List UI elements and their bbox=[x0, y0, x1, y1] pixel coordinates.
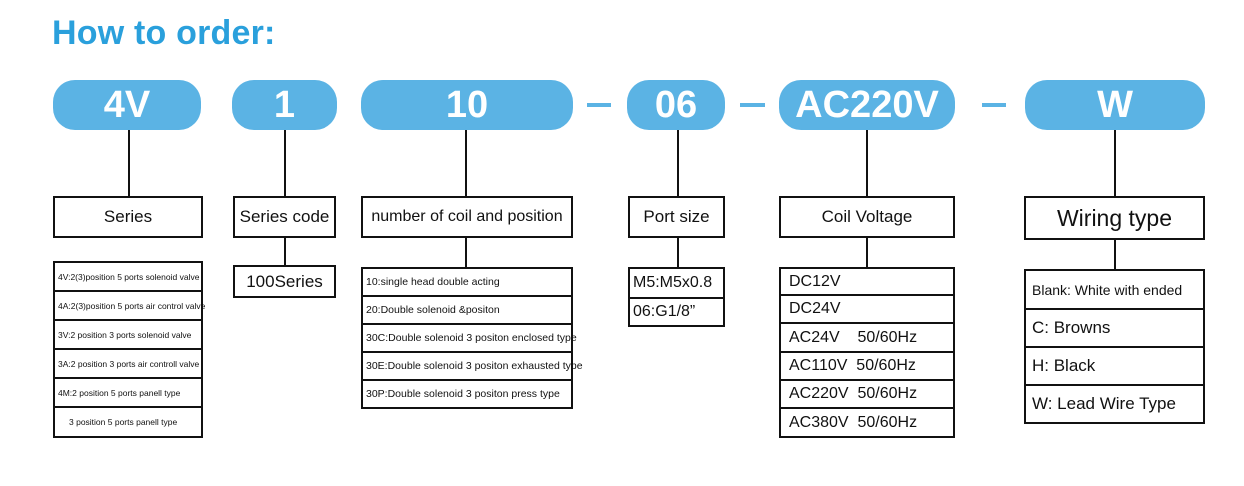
option-text: 4A:2(3)position 5 ports air control valv… bbox=[58, 300, 206, 311]
options-list-port-size: M5:M5x0.8 06:G1/8” bbox=[628, 267, 725, 327]
option-text: DC24V bbox=[789, 300, 841, 317]
options-list-wiring-type: Blank: White with ended C: Browns H: Bla… bbox=[1024, 269, 1205, 424]
label-text: Series code bbox=[239, 207, 330, 226]
option-row: H: Black bbox=[1026, 348, 1203, 386]
option-text: 3V:2 position 3 ports solenoid valve bbox=[58, 329, 192, 340]
label-text: Wiring type bbox=[1056, 204, 1173, 231]
code-pill-port-size: 06 bbox=[627, 80, 725, 130]
option-text: 3 position 5 ports panell type bbox=[69, 417, 178, 427]
option-text: AC380V 50/60Hz bbox=[789, 413, 918, 431]
option-text: AC220V 50/60Hz bbox=[789, 385, 918, 402]
option-row: 4A:2(3)position 5 ports air control valv… bbox=[55, 292, 205, 321]
connector bbox=[128, 130, 130, 196]
option-box-series-code: 100Series bbox=[233, 265, 336, 298]
option-row: 30C:Double solenoid 3 positon enclosed t… bbox=[363, 325, 577, 353]
option-row: M5:M5x0.8 bbox=[630, 269, 723, 299]
option-text: 4V:2(3)position 5 ports solenoid valve bbox=[58, 271, 200, 282]
connector bbox=[866, 130, 868, 196]
option-row: C: Browns bbox=[1026, 310, 1203, 348]
option-row: 3A:2 position 3 ports air controll valve bbox=[55, 350, 201, 379]
code-pill-coil-voltage: AC220V bbox=[779, 80, 955, 130]
option-row: 4V:2(3)position 5 ports solenoid valve bbox=[55, 263, 201, 292]
label-text: Port size bbox=[643, 207, 710, 226]
connector bbox=[866, 238, 868, 268]
code-pill-series-code: 1 bbox=[232, 80, 337, 130]
label-box-series: Series bbox=[53, 196, 203, 238]
connector bbox=[465, 130, 467, 196]
code-text: AC220V bbox=[795, 83, 939, 126]
label-text: Coil Voltage bbox=[821, 207, 913, 226]
label-box-wiring-type: Wiring type bbox=[1024, 196, 1205, 240]
code-pill-coil-position: 10 bbox=[361, 80, 573, 130]
page-title: How to order: bbox=[52, 14, 276, 52]
option-row: 30P:Double solenoid 3 positon press type bbox=[363, 381, 571, 407]
connector bbox=[465, 238, 467, 268]
option-row: DC24V bbox=[781, 296, 953, 324]
code-pill-series: 4V bbox=[53, 80, 201, 130]
option-row: 30E:Double solenoid 3 positon exhausted … bbox=[363, 353, 583, 381]
option-row: AC24V 50/60Hz bbox=[781, 324, 953, 353]
connector bbox=[284, 238, 286, 266]
connector bbox=[677, 238, 679, 268]
option-text: 30E:Double solenoid 3 positon exhausted … bbox=[366, 360, 583, 372]
option-row: 10:single head double acting bbox=[363, 269, 571, 297]
option-row: 20:Double solenoid &positon bbox=[363, 297, 571, 325]
code-text: W bbox=[1097, 83, 1133, 126]
label-text: number of coil and position bbox=[371, 208, 563, 225]
connector bbox=[1114, 130, 1116, 196]
label-text: Series bbox=[103, 207, 153, 226]
option-row: AC110V 50/60Hz bbox=[781, 353, 953, 381]
option-row: 3 position 5 ports panell type bbox=[55, 408, 201, 436]
code-text: 06 bbox=[654, 83, 698, 126]
label-box-series-code: Series code bbox=[233, 196, 336, 238]
connector bbox=[677, 130, 679, 196]
label-box-port-size: Port size bbox=[628, 196, 725, 238]
options-list-coil-voltage: DC12V DC24V AC24V 50/60Hz AC110V 50/60Hz… bbox=[779, 267, 955, 438]
option-text: AC110V 50/60Hz bbox=[789, 357, 916, 374]
code-text: 4V bbox=[103, 83, 151, 126]
code-pill-wiring-type: W bbox=[1025, 80, 1205, 130]
option-text: 100Series bbox=[246, 271, 323, 291]
option-text: 30C:Double solenoid 3 positon enclosed t… bbox=[366, 332, 577, 344]
option-text: 4M:2 position 5 ports panell type bbox=[58, 387, 181, 398]
option-text: 06:G1/8” bbox=[633, 303, 696, 320]
option-text: H: Black bbox=[1032, 356, 1096, 375]
option-text: 3A:2 position 3 ports air controll valve bbox=[58, 358, 200, 369]
code-text: 10 bbox=[445, 83, 489, 126]
option-row: 4M:2 position 5 ports panell type bbox=[55, 379, 201, 408]
option-text: C: Browns bbox=[1032, 318, 1111, 337]
separator-dash bbox=[740, 103, 765, 107]
code-text: 1 bbox=[273, 83, 296, 126]
option-text: M5:M5x0.8 bbox=[633, 274, 713, 291]
options-list-series: 4V:2(3)position 5 ports solenoid valve 4… bbox=[53, 261, 205, 438]
option-text: 20:Double solenoid &positon bbox=[366, 304, 500, 316]
option-text: Blank: White with ended bbox=[1032, 281, 1183, 298]
option-row: Blank: White with ended bbox=[1026, 271, 1203, 310]
option-text: DC12V bbox=[789, 272, 841, 290]
option-text: AC24V 50/60Hz bbox=[789, 328, 918, 346]
option-row: 3V:2 position 3 ports solenoid valve bbox=[55, 321, 201, 350]
label-box-coil-voltage: Coil Voltage bbox=[779, 196, 955, 238]
label-box-coil-position: number of coil and position bbox=[361, 196, 573, 238]
options-list-coil-position: 10:single head double acting 20:Double s… bbox=[361, 267, 583, 409]
option-text: 10:single head double acting bbox=[366, 276, 500, 288]
connector bbox=[1114, 240, 1116, 270]
separator-dash bbox=[587, 103, 611, 107]
connector bbox=[284, 130, 286, 196]
option-row: AC380V 50/60Hz bbox=[781, 409, 953, 436]
option-row: DC12V bbox=[781, 269, 953, 296]
option-text: 30P:Double solenoid 3 positon press type bbox=[366, 388, 560, 400]
separator-dash bbox=[982, 103, 1006, 107]
option-row: 06:G1/8” bbox=[630, 299, 723, 325]
option-text: W: Lead Wire Type bbox=[1032, 394, 1176, 413]
option-row: AC220V 50/60Hz bbox=[781, 381, 953, 409]
option-row: W: Lead Wire Type bbox=[1026, 386, 1203, 422]
